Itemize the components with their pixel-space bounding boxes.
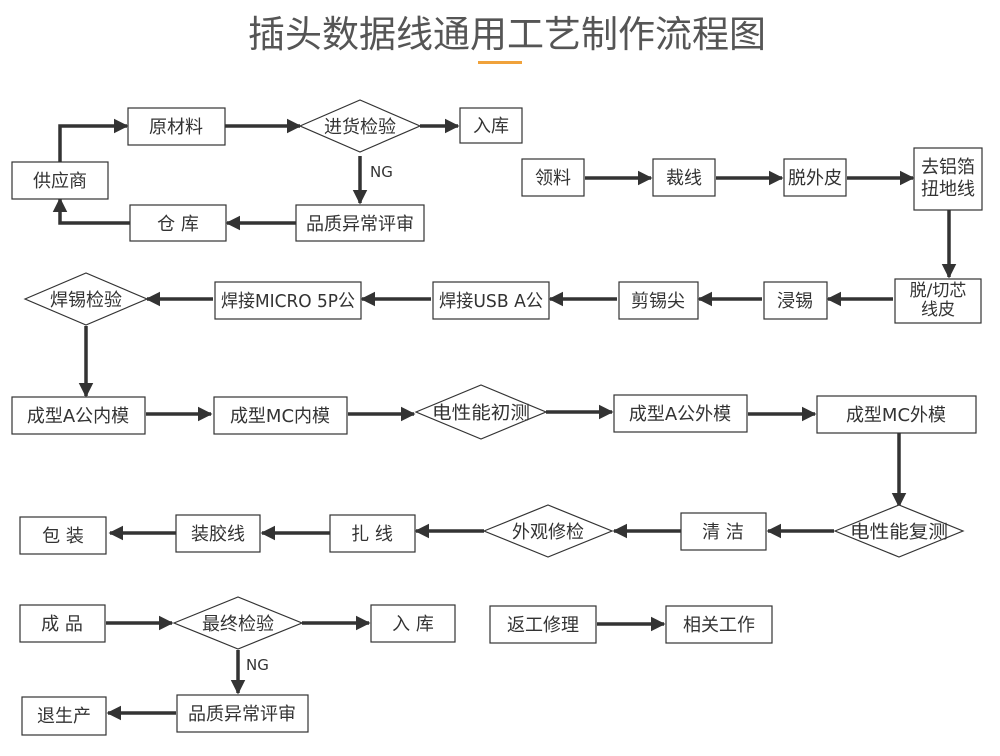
node-remove-foil-text: 去铝箔扭地线 <box>921 157 975 200</box>
node-electrical-test-2 <box>833 504 965 558</box>
node-dip-tin-label: 浸锡 <box>777 291 813 312</box>
node-quality-review-2-label: 品质异常评审 <box>188 704 296 725</box>
node-return-production <box>21 696 107 736</box>
node-warehouse-in-1-label: 入库 <box>473 116 509 137</box>
node-finished-product-label: 成 品 <box>41 614 83 635</box>
node-finished-product <box>19 604 106 643</box>
node-solder-micro <box>214 281 362 320</box>
node-related-work-label: 相关工作 <box>683 615 755 636</box>
node-electrical-test-2-label: 电性能复测 <box>850 522 948 543</box>
node-packaging-label: 包 装 <box>42 526 84 547</box>
node-supplier-label: 供应商 <box>33 171 87 192</box>
node-quality-review-1 <box>295 204 425 242</box>
node-strip-core-label: 脱/切芯线皮 <box>909 281 967 320</box>
node-solder-inspection-label: 焊锡检验 <box>50 290 122 311</box>
node-warehouse-label: 仓 库 <box>157 214 199 235</box>
node-dip-tin <box>763 281 828 320</box>
node-final-inspection <box>172 596 304 650</box>
ng-label-2: NG <box>246 656 269 674</box>
node-mold-a-outer <box>613 394 748 433</box>
node-mold-a-inner-label: 成型A公内模 <box>27 406 129 427</box>
node-mold-mc-inner-label: 成型MC内模 <box>230 406 330 427</box>
node-electrical-test-1 <box>414 384 548 440</box>
node-tie-wire-label: 扎 线 <box>351 524 393 545</box>
edge-warehouse-supplier <box>52 197 130 225</box>
node-pick-material <box>521 158 585 197</box>
connectors <box>52 118 957 721</box>
node-remove-foil <box>913 147 983 211</box>
node-trim-tin-label: 剪锡尖 <box>631 291 685 312</box>
node-glue-bag <box>175 514 261 553</box>
node-cut-wire-label: 裁线 <box>666 168 702 189</box>
node-electrical-test-1-label: 电性能初测 <box>432 403 530 424</box>
node-return-production-label: 退生产 <box>37 706 91 727</box>
node-quality-review-1-label: 品质异常评审 <box>306 214 414 235</box>
node-appearance-inspection-label: 外观修检 <box>512 522 584 543</box>
node-raw-material-label: 原材料 <box>149 117 203 138</box>
node-solder-micro-label: 焊接MICRO 5P公 <box>221 291 355 312</box>
node-solder-usb-label: 焊接USB A公 <box>439 291 543 312</box>
node-trim-tin <box>618 281 699 320</box>
node-glue-bag-label: 装胶线 <box>191 524 245 545</box>
node-mold-mc-outer-label: 成型MC外模 <box>846 405 946 426</box>
node-cut-wire <box>652 158 716 197</box>
nodes: 原材料 进货检验 入库 供应商 仓 库 品质异常评审 NG 领料 裁线 脱外皮 … <box>11 99 983 736</box>
title-underline <box>478 61 522 64</box>
node-strip-outer-label: 脱外皮 <box>788 168 842 189</box>
edge-supplier-raw <box>58 118 129 163</box>
node-mold-mc-outer <box>816 395 977 434</box>
node-strip-core <box>894 278 982 324</box>
node-appearance-inspection <box>482 504 614 558</box>
node-cleaning <box>680 512 767 551</box>
node-tie-wire <box>329 514 416 553</box>
node-raw-material <box>127 107 226 146</box>
node-quality-review-2 <box>176 694 309 733</box>
node-strip-core-text: 脱/切芯线皮 <box>909 281 967 320</box>
node-solder-inspection <box>23 272 149 326</box>
node-rework-label: 返工修理 <box>507 615 579 636</box>
node-warehouse-in-1 <box>459 107 523 144</box>
node-pick-material-label: 领料 <box>535 168 571 189</box>
node-warehouse-in-2-label: 入 库 <box>392 614 434 635</box>
node-incoming-inspection <box>298 99 422 153</box>
page-title: 插头数据线通用工艺制作流程图 <box>248 13 766 56</box>
node-supplier <box>11 161 109 200</box>
node-mold-a-outer-label: 成型A公外模 <box>629 404 731 425</box>
ng-label-1: NG <box>370 163 393 181</box>
node-cleaning-label: 清 洁 <box>702 522 744 543</box>
node-strip-outer <box>783 158 847 197</box>
node-solder-usb <box>432 281 550 320</box>
node-remove-foil-label: 去铝箔扭地线 <box>921 157 975 200</box>
node-incoming-inspection-label: 进货检验 <box>324 117 396 138</box>
node-final-inspection-label: 最终检验 <box>202 614 274 635</box>
node-related-work <box>665 605 773 644</box>
node-rework <box>489 605 597 644</box>
node-mold-a-inner <box>11 396 146 435</box>
node-warehouse-in-2 <box>370 604 456 643</box>
node-mold-mc-inner <box>213 396 348 435</box>
node-warehouse <box>129 204 227 242</box>
node-packaging <box>19 516 107 555</box>
